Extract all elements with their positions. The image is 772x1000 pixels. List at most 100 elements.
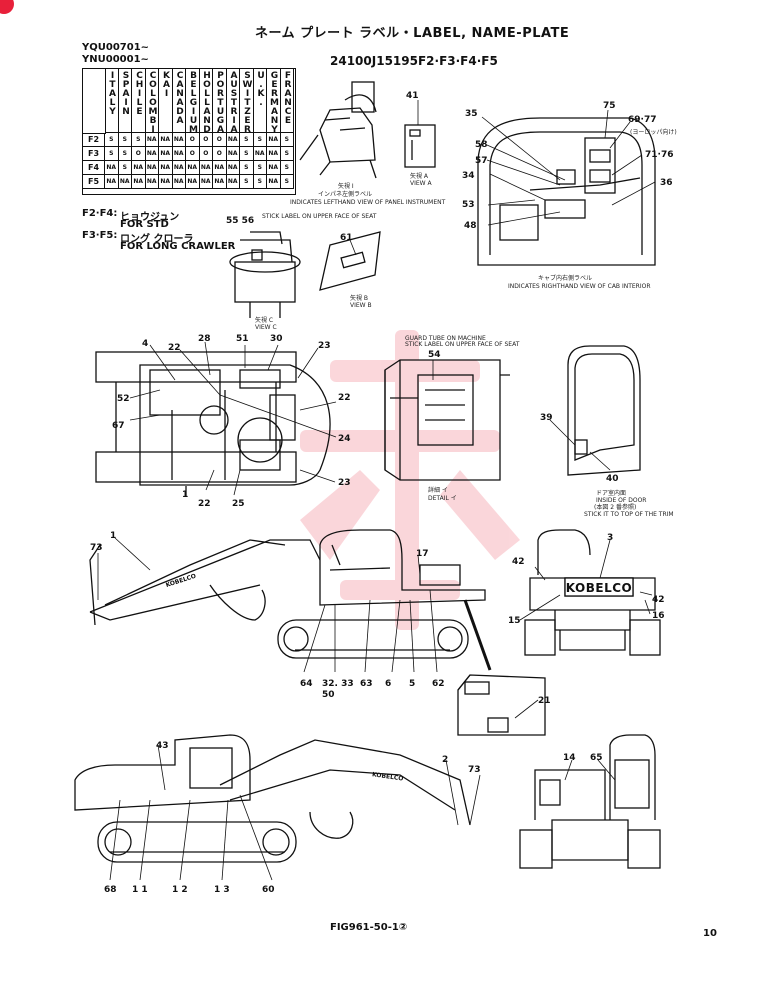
callout-24: 24 bbox=[338, 434, 351, 444]
table-row-label: F5 bbox=[83, 175, 105, 189]
caption-europe-note: (ヨーロッパ向け) bbox=[630, 128, 677, 136]
callout-5: 5 bbox=[409, 679, 415, 689]
serial-range-2: YNU00001~ bbox=[82, 54, 149, 65]
table-cell: NA bbox=[253, 147, 267, 161]
table-cell: O bbox=[213, 133, 227, 147]
excavator-side-view-2 bbox=[74, 734, 471, 863]
detail-frame-view bbox=[384, 359, 510, 481]
callout-25: 25 bbox=[232, 499, 245, 509]
note-std-en: FOR STD bbox=[120, 219, 169, 230]
callout-21: 21 bbox=[538, 696, 551, 706]
note-long-en: FOR LONG CRAWLER bbox=[120, 241, 236, 252]
handle-view bbox=[319, 231, 381, 291]
table-cell: NA bbox=[213, 161, 227, 175]
table-cell: NA bbox=[105, 175, 119, 189]
callout-58: 58 bbox=[475, 140, 488, 150]
table-cell: NA bbox=[132, 175, 146, 189]
note-std-jp: ヒョウジュン bbox=[120, 212, 180, 223]
callout-14: 14 bbox=[563, 753, 576, 763]
table-cell: NA bbox=[132, 161, 146, 175]
callout-28: 28 bbox=[198, 334, 211, 344]
table-row-label: F4 bbox=[83, 161, 105, 175]
callout-34: 34 bbox=[462, 171, 475, 181]
table-cell: O bbox=[199, 147, 213, 161]
table-cell: NA bbox=[145, 175, 159, 189]
caption-view-1-jp: 矢視 I bbox=[338, 182, 354, 190]
column-header-austria: AUSTRIA bbox=[226, 69, 240, 133]
callout-13: 1 3 bbox=[214, 885, 230, 895]
page-title: ネーム プレート ラベル・LABEL, NAME-PLATE bbox=[255, 26, 570, 41]
caption-view-c: 矢視 C bbox=[255, 316, 273, 324]
table-corner-cell bbox=[83, 69, 106, 134]
callout-73b: 73 bbox=[468, 765, 481, 775]
caption-view-a-en: VIEW A bbox=[410, 180, 433, 187]
callout-67: 67 bbox=[112, 421, 125, 431]
part-number: 24100J15195F2·F3·F4·F5 bbox=[330, 54, 498, 68]
caption-door-en: INSIDE OF DOOR bbox=[596, 497, 646, 504]
caption-door-jp: ドア室内面 bbox=[596, 489, 626, 497]
callout-65: 65 bbox=[590, 753, 603, 763]
table-cell: NA bbox=[199, 175, 213, 189]
callout-52: 52 bbox=[117, 394, 130, 404]
column-header-uk: U.K. bbox=[253, 69, 267, 133]
table-cell: NA bbox=[159, 175, 173, 189]
callout-61: 61 bbox=[340, 233, 353, 243]
caption-view-b: 矢視 B bbox=[350, 294, 368, 302]
callout-55-56: 55 56 bbox=[226, 216, 254, 226]
kobelco-logo-text: KOBELCO bbox=[566, 581, 632, 595]
table-cell: O bbox=[186, 133, 200, 147]
column-header-germany: GERMANY bbox=[267, 69, 281, 133]
table-cell: NA bbox=[186, 161, 200, 175]
callout-1-top: 1 bbox=[182, 490, 188, 500]
caption-detail-upper: GUARD TUBE ON MACHINE bbox=[405, 335, 486, 342]
callout-2: 2 bbox=[442, 755, 448, 765]
callout-63: 63 bbox=[360, 679, 373, 689]
callout-42: 42 bbox=[512, 557, 525, 567]
callout-23b: 23 bbox=[338, 478, 351, 488]
callout-11: 1 1 bbox=[132, 885, 148, 895]
table-cell: NA bbox=[145, 147, 159, 161]
table-cell: NA bbox=[172, 133, 186, 147]
table-cell: S bbox=[118, 161, 132, 175]
table-cell: S bbox=[253, 175, 267, 189]
table-cell: NA bbox=[267, 175, 281, 189]
column-header-belgium: BELGIUM bbox=[186, 69, 200, 133]
table-cell: NA bbox=[118, 175, 132, 189]
table-cell: S bbox=[105, 133, 119, 147]
caption-view-1-jp2: インパネ左側ラベル bbox=[318, 190, 372, 198]
table-cell: NA bbox=[199, 161, 213, 175]
callout-41: 41 bbox=[406, 91, 419, 101]
toolbox-view bbox=[457, 674, 546, 736]
column-header-canada: CANADA bbox=[172, 69, 186, 133]
callout-40: 40 bbox=[606, 474, 619, 484]
table-row-label: F3 bbox=[83, 147, 105, 161]
table-cell: O bbox=[213, 147, 227, 161]
table-cell: NA bbox=[226, 133, 240, 147]
column-header-switzerland: SWITZERLAND bbox=[240, 69, 254, 133]
table-cell: NA bbox=[267, 147, 281, 161]
callout-numbers: 35 58 57 34 53 48 75 69·77 71·76 36 41 5… bbox=[90, 91, 673, 895]
caption-door-note-jp: (本図 2 番参照) bbox=[594, 503, 636, 511]
caption-sticker-note: STICK LABEL ON UPPER FACE OF SEAT bbox=[405, 341, 520, 348]
column-header-france: FRANCE bbox=[280, 69, 294, 133]
table-cell: NA bbox=[226, 175, 240, 189]
note-long-code: F3·F5: bbox=[82, 230, 118, 241]
column-header-colombia: COLOMBIA bbox=[145, 69, 159, 133]
table-cell: NA bbox=[226, 147, 240, 161]
table-cell: NA bbox=[213, 175, 227, 189]
table-cell: NA bbox=[159, 161, 173, 175]
table-cell: NA bbox=[159, 147, 173, 161]
table-cell: S bbox=[105, 147, 119, 161]
kobelco-plate: KOBELCO bbox=[564, 577, 634, 597]
callout-22b: 22 bbox=[338, 393, 351, 403]
table-cell: S bbox=[280, 147, 294, 161]
caption-door-note-en: STICK IT TO TOP OF THE TRIM bbox=[584, 511, 674, 518]
table-cell: S bbox=[240, 133, 254, 147]
center-mark bbox=[185, 486, 492, 671]
callout-1: 1 bbox=[110, 531, 116, 541]
callout-35: 35 bbox=[465, 109, 478, 119]
table-cell: S bbox=[280, 133, 294, 147]
callout-12: 1 2 bbox=[172, 885, 188, 895]
callout-4: 4 bbox=[142, 339, 148, 349]
